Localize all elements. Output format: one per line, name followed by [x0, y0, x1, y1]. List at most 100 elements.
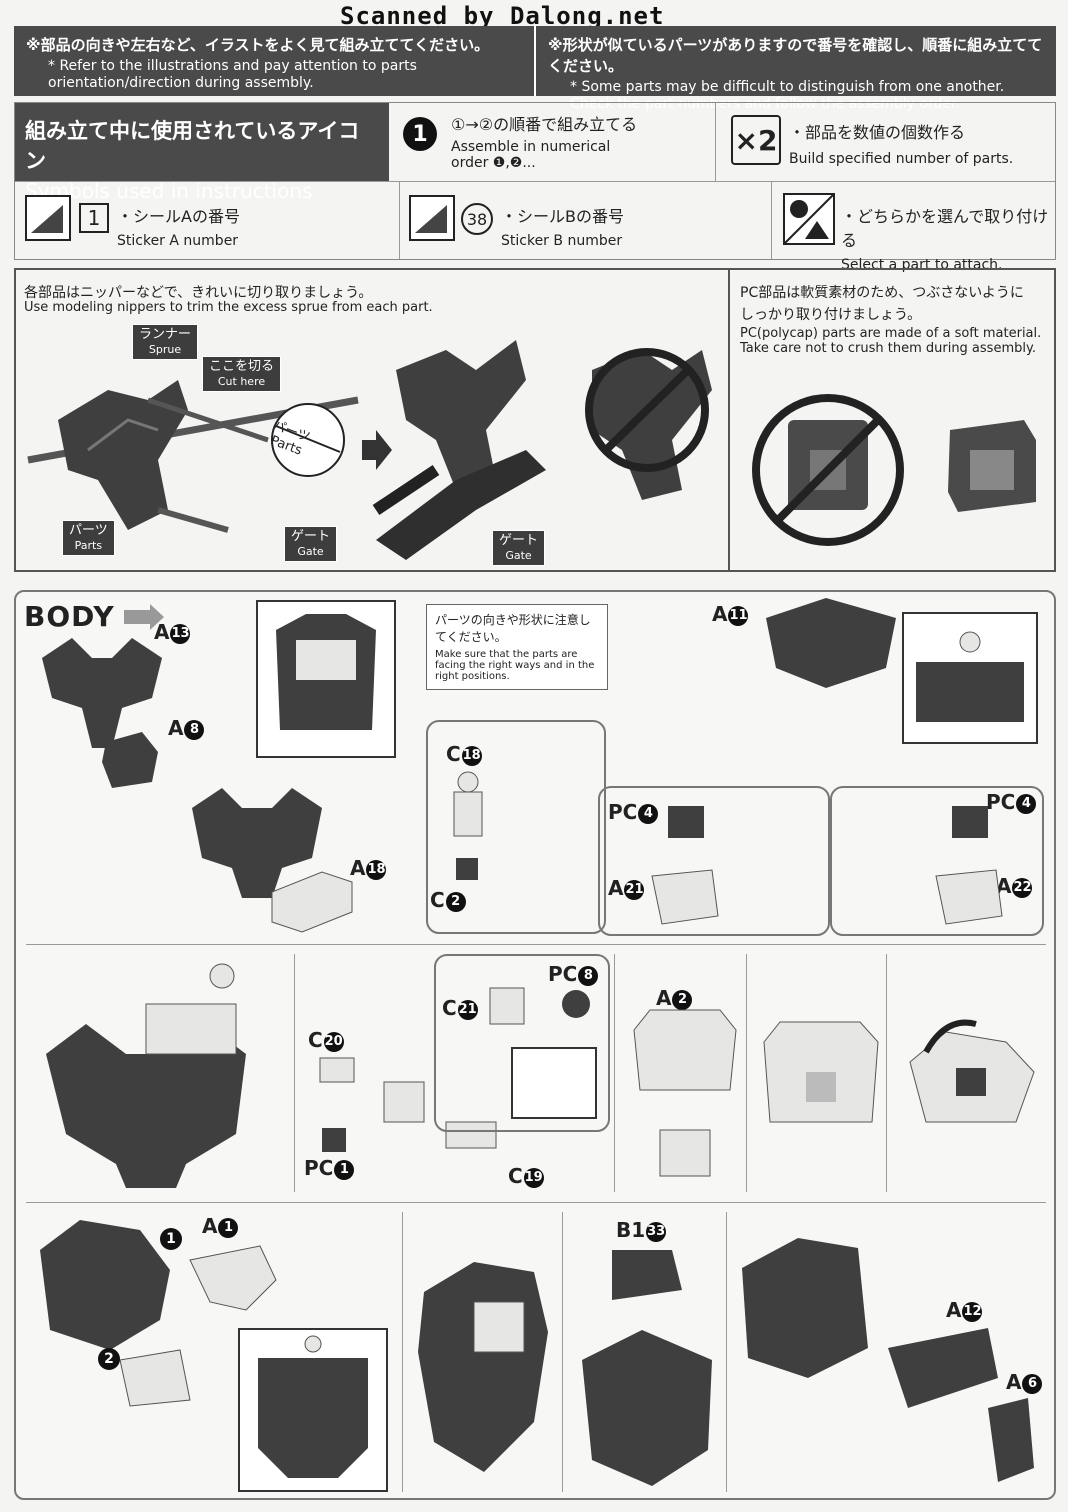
- label-number: 6: [1022, 1373, 1043, 1394]
- label-letter: PC: [986, 790, 1016, 814]
- label-letter: A: [202, 1214, 218, 1238]
- notice-orientation-jp: ※部品の向きや左右など、イラストをよく見て組み立ててください。: [26, 36, 490, 54]
- label-letter: A: [996, 874, 1012, 898]
- gate2-tag-jp: ゲート: [499, 533, 539, 548]
- notice-bar: ※部品の向きや左右など、イラストをよく見て組み立ててください。 * Refer …: [14, 26, 1056, 112]
- sprue-illustration: [27, 380, 359, 533]
- label-number: 1: [334, 1159, 355, 1180]
- label-number: 18: [461, 745, 482, 766]
- multiply-symbol: ・部品を数値の個数作る Build specified number of pa…: [789, 119, 1013, 167]
- order-jp: ①→②の順番で組み立てる: [451, 115, 638, 134]
- subassembly-c21-frame: [434, 954, 610, 1132]
- notice-orientation: ※部品の向きや左右など、イラストをよく見て組み立ててください。 * Refer …: [14, 26, 534, 96]
- part-a13-illustration: [42, 638, 162, 748]
- gate-tag-en: Gate: [297, 545, 324, 558]
- cut-here-tag-jp: ここを切る: [209, 359, 275, 374]
- label-letter: A: [168, 716, 184, 740]
- label-letter: A: [1006, 1370, 1022, 1394]
- step-1-illustration: [40, 1220, 277, 1407]
- label-letter: PC: [304, 1156, 334, 1180]
- label-letter: A: [350, 856, 366, 880]
- order-symbol: ①→②の順番で組み立てる Assemble in numerical order…: [451, 111, 701, 171]
- label-number: 19: [523, 1167, 544, 1188]
- chest-block-illustration: [763, 1021, 879, 1123]
- parts-tag-en: Parts: [74, 539, 103, 552]
- orientation-note-jp: パーツの向きや形状に注意してください。: [435, 613, 591, 644]
- part-b1-33-illustration: [582, 1250, 712, 1486]
- sticker-a-en: Sticker A number: [117, 233, 239, 249]
- part-a21-illustration: [651, 806, 719, 925]
- notice-orientation-en: * Refer to the illustrations and pay att…: [48, 58, 417, 91]
- label-number: 8: [578, 965, 599, 986]
- order-en: Assemble in numerical order ❶,❷...: [451, 139, 611, 171]
- notice-part-numbers-en: * Some parts may be difficult to disting…: [570, 79, 1005, 112]
- sprue-tag-en: Sprue: [148, 343, 182, 356]
- orientation-note: パーツの向きや形状に注意してください。 Make sure that the p…: [426, 604, 608, 690]
- prohibited-crush-illustration: [752, 394, 904, 546]
- sticker-icon: [409, 195, 455, 241]
- symbols-title-jp: 組み立て中に使用されているアイコン: [25, 119, 360, 173]
- preparation-section: 各部品はニッパーなどで、きれいに切り取りましょう。 Use modeling n…: [14, 268, 1056, 572]
- nipper-instructions: 各部品はニッパーなどで、きれいに切り取りましょう。 Use modeling n…: [16, 270, 730, 570]
- label-number: 12: [962, 1301, 983, 1322]
- step-1-marker: 1: [160, 1228, 182, 1250]
- label-number: 11: [728, 605, 749, 626]
- polycap-instructions: PC部品は軟質素材のため、つぶさないように しっかり取り付けましょう。 PC(p…: [730, 270, 1054, 570]
- multiply-en: Build specified number of parts.: [789, 151, 1014, 167]
- label-number: 4: [1016, 793, 1037, 814]
- sticker-a-symbol: ・シールAの番号 Sticker A number: [117, 203, 240, 249]
- label-letter: B1: [616, 1218, 646, 1242]
- label-number: 20: [323, 1031, 344, 1052]
- torso-core-illustration: [46, 963, 246, 1188]
- pc-jp-1: PC部品は軟質素材のため、つぶさないように: [740, 285, 1024, 301]
- part-a18-illustration: [271, 871, 353, 933]
- label-letter: PC: [548, 962, 578, 986]
- section-title: BODY: [24, 600, 115, 633]
- label-number: 2: [672, 989, 693, 1010]
- sticker-a-number-icon: 1: [79, 203, 109, 233]
- shoulder-joint-illustration: [319, 1057, 497, 1152]
- body-assembly-section: BODY パーツの向きや形状に注意してください。 Make sure that …: [14, 590, 1056, 1500]
- select-part-icon: [783, 193, 835, 245]
- torso-front-illustration: [192, 788, 322, 898]
- label-number: 13: [170, 623, 191, 644]
- label-number: 8: [184, 719, 205, 740]
- side-armor-illustration: [742, 1238, 1034, 1482]
- part-a22-illustration: [935, 806, 1003, 925]
- sticker-b-symbol: ・シールBの番号 Sticker B number: [501, 203, 624, 249]
- label-letter: C: [508, 1164, 523, 1188]
- symbols-legend: 組み立て中に使用されているアイコン Symbols used in instru…: [14, 102, 1056, 273]
- chest-rotate-illustration: [909, 1019, 1035, 1123]
- label-letter: A: [608, 876, 624, 900]
- nippers-en: Use modeling nippers to trim the excess …: [24, 300, 433, 315]
- arrow-right-icon: [362, 430, 392, 470]
- a11-detail-inset: [902, 612, 1038, 744]
- step-2-marker: 2: [98, 1348, 120, 1370]
- label-letter: PC: [608, 800, 638, 824]
- subassembly-c18-frame: [426, 720, 606, 934]
- label-number: 1: [218, 1217, 239, 1238]
- notice-part-numbers: ※形状が似ているパーツがありますので番号を確認し、順番に組み立ててください。 *…: [534, 26, 1056, 112]
- cut-here-tag-en: Cut here: [217, 375, 266, 388]
- part-a11-illustration: [766, 598, 896, 688]
- parts-tag-jp: パーツ: [69, 523, 108, 538]
- part-c18-illustration: [453, 771, 483, 880]
